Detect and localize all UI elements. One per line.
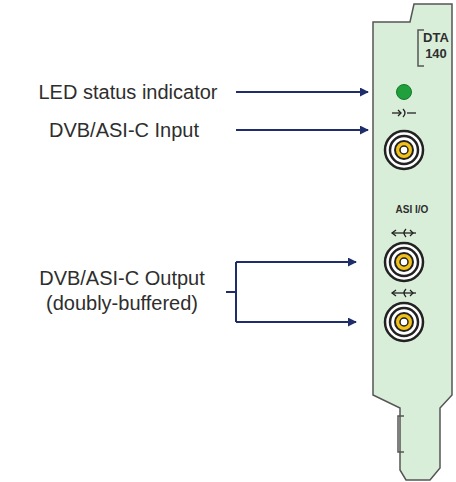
status-led [397,85,412,100]
model-name: DTA 140 [419,30,453,63]
output-symbol [392,289,416,297]
bnc-connector [385,303,423,341]
part-label: DVB/ASI-C Input [49,118,199,143]
bracket-slot [398,416,404,452]
leader-arrows [226,92,368,322]
output-symbol [392,229,416,237]
bnc-connector [385,131,423,169]
part-label: LED status indicator [39,80,218,105]
pci-bracket [373,4,452,480]
port-group-label: ASI I/O [396,204,429,217]
bracket-slot [418,30,424,66]
part-label: DVB/ASI-C Output (doubly-buffered) [22,266,222,316]
bnc-connector [385,243,423,281]
input-symbol [392,109,416,117]
